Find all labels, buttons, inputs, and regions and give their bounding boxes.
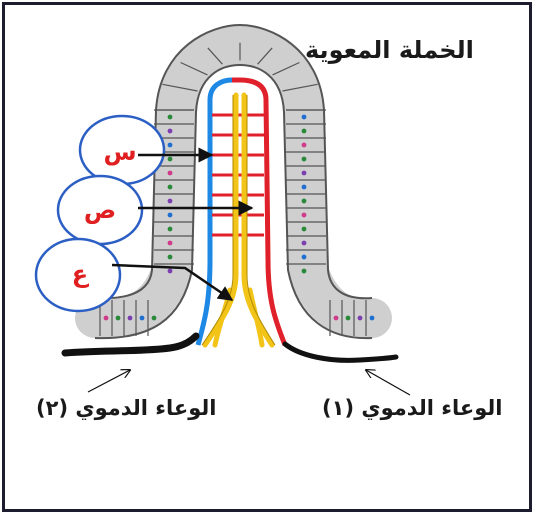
label-ain: ع xyxy=(71,260,89,288)
nucleus xyxy=(151,315,157,321)
circle-ain xyxy=(34,237,122,313)
outer-frame xyxy=(2,2,532,512)
diagram-title: الخملة المعوية xyxy=(305,36,474,64)
cell-wall xyxy=(272,61,300,76)
nucleus xyxy=(167,198,173,204)
pointer-vessel-1 xyxy=(366,370,411,396)
artery-red xyxy=(232,77,288,346)
nucleus xyxy=(127,315,133,321)
epithelium-outline-in xyxy=(94,63,373,340)
nucleus xyxy=(301,142,307,148)
nucleus xyxy=(167,114,173,120)
nucleus xyxy=(301,226,307,232)
nucleus xyxy=(333,315,339,321)
nucleus xyxy=(167,254,173,260)
nucleus xyxy=(167,142,173,148)
nucleus xyxy=(301,240,307,246)
nucleus xyxy=(167,170,173,176)
nucleus xyxy=(301,254,307,260)
arrow-ain xyxy=(111,263,234,302)
nucleus xyxy=(357,315,363,321)
cell-wall xyxy=(282,83,318,92)
nucleus xyxy=(103,315,109,321)
nucleus xyxy=(345,315,351,321)
nucleus xyxy=(301,198,307,204)
cell-wall xyxy=(257,47,273,65)
nucleus xyxy=(167,128,173,134)
label-vessel-1: الوعاء الدموي (١) xyxy=(322,396,503,420)
nucleus xyxy=(167,240,173,246)
nucleus xyxy=(139,315,145,321)
lacteal-outline xyxy=(201,95,276,346)
vessel-2-stroke xyxy=(61,332,200,357)
cell-wall xyxy=(180,61,208,76)
nucleus xyxy=(167,268,173,274)
cell-wall xyxy=(207,47,223,65)
nucleus xyxy=(167,184,173,190)
nucleus xyxy=(301,212,307,218)
nucleus xyxy=(167,212,173,218)
cell-nuclei xyxy=(103,114,375,321)
nucleus xyxy=(301,184,307,190)
nucleus xyxy=(301,128,307,134)
nucleus xyxy=(301,268,307,274)
cell-wall xyxy=(162,83,198,92)
nucleus xyxy=(167,156,173,162)
nucleus xyxy=(301,156,307,162)
label-sin: س xyxy=(103,138,137,166)
epithelial-cells xyxy=(99,42,367,336)
label-vessel-2: الوعاء الدموي (٢) xyxy=(36,396,217,420)
nucleus xyxy=(301,114,307,120)
lacteal-yellow xyxy=(202,92,275,348)
epithelium-outline-out xyxy=(94,23,373,300)
nucleus xyxy=(115,315,121,321)
nucleus xyxy=(369,315,375,321)
nucleus xyxy=(301,170,307,176)
vessel-1-stroke xyxy=(282,341,399,363)
vein-blue xyxy=(195,77,233,346)
label-sad: ص xyxy=(83,196,117,224)
nucleus xyxy=(167,226,173,232)
pointer-vessel-2 xyxy=(87,370,130,393)
